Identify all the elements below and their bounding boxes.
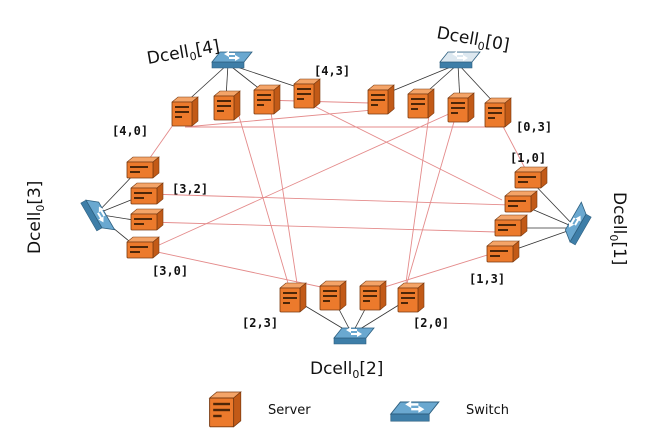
- link-3-1: [147, 193, 511, 206]
- server-label: [4,0]: [112, 124, 148, 138]
- switch-icon: [564, 201, 592, 246]
- server-label: [2,0]: [413, 316, 449, 330]
- cell-name: Dcell0[1]: [607, 192, 629, 265]
- cell-0: Dcell0[0]: [367, 23, 512, 128]
- server-icon: [293, 78, 321, 109]
- server-icon: [447, 92, 475, 123]
- server-icon: [504, 190, 538, 213]
- server-label: [1,0]: [510, 151, 546, 165]
- legend-server-label: Server: [268, 403, 311, 418]
- server-icon: [397, 282, 425, 313]
- switch-icon: [439, 51, 481, 69]
- link-0-3: [147, 107, 463, 251]
- legend: Server Switch: [209, 391, 509, 428]
- server-icon: [126, 156, 160, 179]
- link-0-2: [404, 107, 431, 291]
- server-label: [0,3]: [516, 120, 552, 134]
- cell-name: Dcell0[4]: [145, 36, 221, 70]
- server-icon: [130, 208, 164, 231]
- link-4-1: [297, 97, 503, 201]
- server-icon: [209, 391, 242, 428]
- link-2-4: [269, 105, 299, 291]
- server-icon: [253, 84, 281, 115]
- server-label: [4,3]: [314, 64, 350, 78]
- switch-icon: [389, 400, 440, 422]
- server-label: [3,2]: [172, 182, 208, 196]
- legend-switch-label: Switch: [466, 403, 509, 418]
- server-label: [3,0]: [152, 264, 188, 278]
- cell-1: Dcell0[1]: [486, 166, 629, 265]
- server-icon: [130, 182, 164, 205]
- server-icon: [213, 90, 241, 121]
- link-1-3: [147, 221, 498, 233]
- server-label: [2,3]: [242, 316, 278, 330]
- server-icon: [126, 236, 160, 259]
- cell-4: Dcell0[4]: [145, 36, 321, 127]
- server-icon: [514, 166, 548, 189]
- switch-icon: [80, 199, 116, 232]
- switch-icon: [211, 51, 253, 69]
- cell-3: Dcell0[3]: [25, 156, 164, 259]
- link-1-2: [374, 251, 498, 291]
- server-icon: [319, 280, 347, 311]
- cell-name: Dcell0[2]: [310, 359, 383, 381]
- cell-name: Dcell0[3]: [25, 181, 47, 254]
- link-0-4: [184, 107, 396, 128]
- server-icon: [279, 282, 307, 313]
- server-icon: [359, 280, 387, 311]
- server-icon: [484, 97, 512, 128]
- server-labels: [4,0] [4,3] [0,3] [1,0] [1,3] [2,0] [2,3…: [112, 64, 552, 330]
- server-icon: [407, 88, 435, 119]
- cell-2: Dcell0[2]: [279, 280, 425, 381]
- server-icon: [494, 214, 528, 237]
- switch-icon: [333, 327, 375, 345]
- server-label: [1,3]: [469, 272, 505, 286]
- server-icon: [367, 84, 395, 115]
- link-2-0: [404, 107, 459, 291]
- server-icon: [486, 240, 520, 263]
- server-icon: [171, 96, 199, 127]
